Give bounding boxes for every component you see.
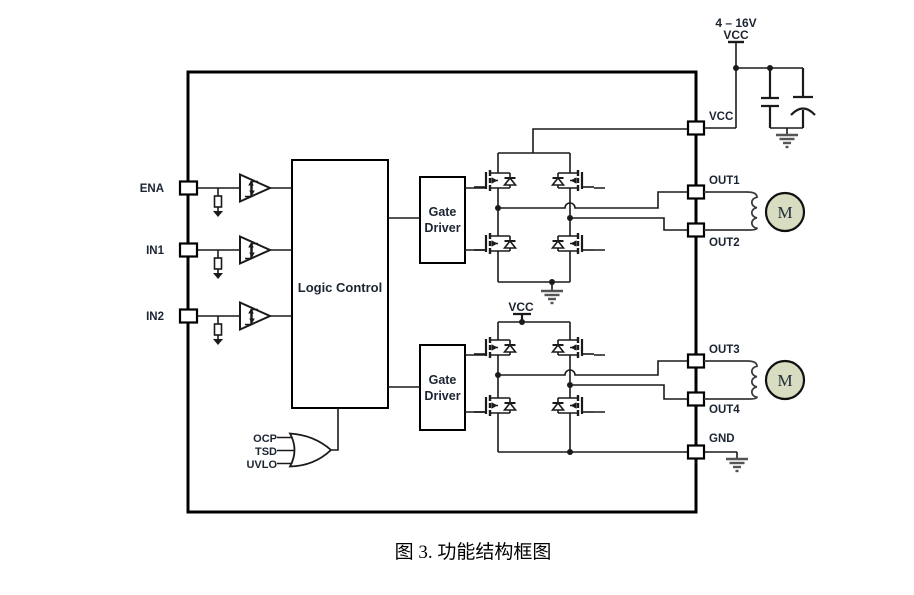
wire-gd2-gates [465, 354, 486, 413]
pin-label-out4: OUT4 [709, 404, 740, 416]
ground-bridge1 [539, 282, 565, 305]
pin-ena [178, 180, 199, 196]
pin-label-in2: IN2 [146, 311, 164, 323]
labels: 4 – 16V VCC ENA IN1 IN2 VCC OUT1 OUT2 OU… [140, 16, 757, 471]
nmos-bridge1-low-right [551, 231, 596, 256]
wire-orgate-out [331, 408, 339, 451]
nmos-bridge1-high-right [551, 168, 596, 193]
signal-label-uvlo: UVLO [246, 459, 277, 471]
pin-in2 [178, 308, 199, 324]
nmos-bridge2-high-right [551, 335, 596, 360]
wire-out4 [570, 384, 688, 400]
gate-driver2-label-line2: Driver [424, 389, 460, 403]
signal-label-tsd: TSD [255, 446, 277, 458]
logic-control-label: Logic Control [298, 280, 383, 295]
gate-driver2-block [419, 344, 466, 431]
motor2-circle [764, 359, 806, 401]
ground-gnd-pin [724, 450, 750, 473]
cap1-ceramic [761, 68, 779, 128]
wire-out1 [498, 191, 688, 209]
supply-vcc-label: VCC [723, 28, 749, 42]
junction-dots [495, 65, 773, 455]
motor2: M [704, 359, 806, 401]
pin-out4 [686, 391, 706, 407]
wire-gd1-gates [465, 187, 486, 251]
pin-label-in1: IN1 [146, 245, 165, 257]
chip-boundary [186, 70, 698, 514]
motor1-label: M [777, 203, 792, 222]
pin-out3 [686, 353, 706, 369]
pin-gnd [686, 444, 706, 460]
or-gate-body [288, 432, 333, 468]
pin-label-gnd: GND [709, 433, 735, 445]
ground-caps [774, 126, 800, 149]
motor1-winding [704, 191, 758, 231]
gate-driver1-label-line1: Gate [429, 205, 457, 219]
motor2-label: M [777, 371, 792, 390]
gate-driver1-block [419, 176, 466, 264]
pin-label-ena: ENA [140, 183, 164, 195]
supply-voltage-label: 4 – 16V [715, 16, 756, 30]
bridge2-vcc-label: VCC [508, 300, 534, 314]
pin-label-vcc: VCC [709, 111, 733, 123]
pulldown-in2 [212, 315, 224, 346]
pin-label-out2: OUT2 [709, 237, 740, 249]
bridge2-rails [497, 321, 688, 453]
wire-right-gate-stubs [594, 187, 605, 413]
wire-vcc-feed [532, 128, 688, 153]
cap2-polarized [790, 68, 816, 128]
pulldown-ena [212, 187, 224, 218]
logic-control-block [291, 159, 389, 409]
nmos-bridge2-low-left [472, 393, 517, 418]
gate-driver2-label-line1: Gate [429, 373, 457, 387]
motor1-circle [764, 191, 806, 233]
wiring [197, 40, 816, 465]
pin-out1 [686, 184, 706, 200]
wire-out2 [570, 217, 688, 231]
nmos-bridge1-low-left [472, 231, 517, 256]
signal-label-ocp: OCP [253, 433, 277, 445]
pin-out2 [686, 222, 706, 238]
figure-caption: 图 3. 功能结构框图 [395, 541, 552, 563]
pin-in1 [178, 242, 199, 258]
motor2-winding [704, 360, 758, 400]
pin-label-out1: OUT1 [709, 175, 740, 187]
pin-label-out3: OUT3 [709, 344, 740, 356]
nmos-bridge2-low-right [551, 393, 596, 418]
gate-driver1-label-line2: Driver [424, 221, 460, 235]
schmitt-buffer-ena [239, 173, 271, 203]
or-gate [288, 432, 333, 468]
schmitt-buffer-in2 [239, 301, 271, 331]
pulldown-in1 [212, 249, 224, 280]
motor1: M [704, 191, 806, 233]
schmitt-buffer-in1 [239, 235, 271, 265]
wire-out3 [498, 360, 688, 376]
pin-vcc [686, 120, 706, 136]
